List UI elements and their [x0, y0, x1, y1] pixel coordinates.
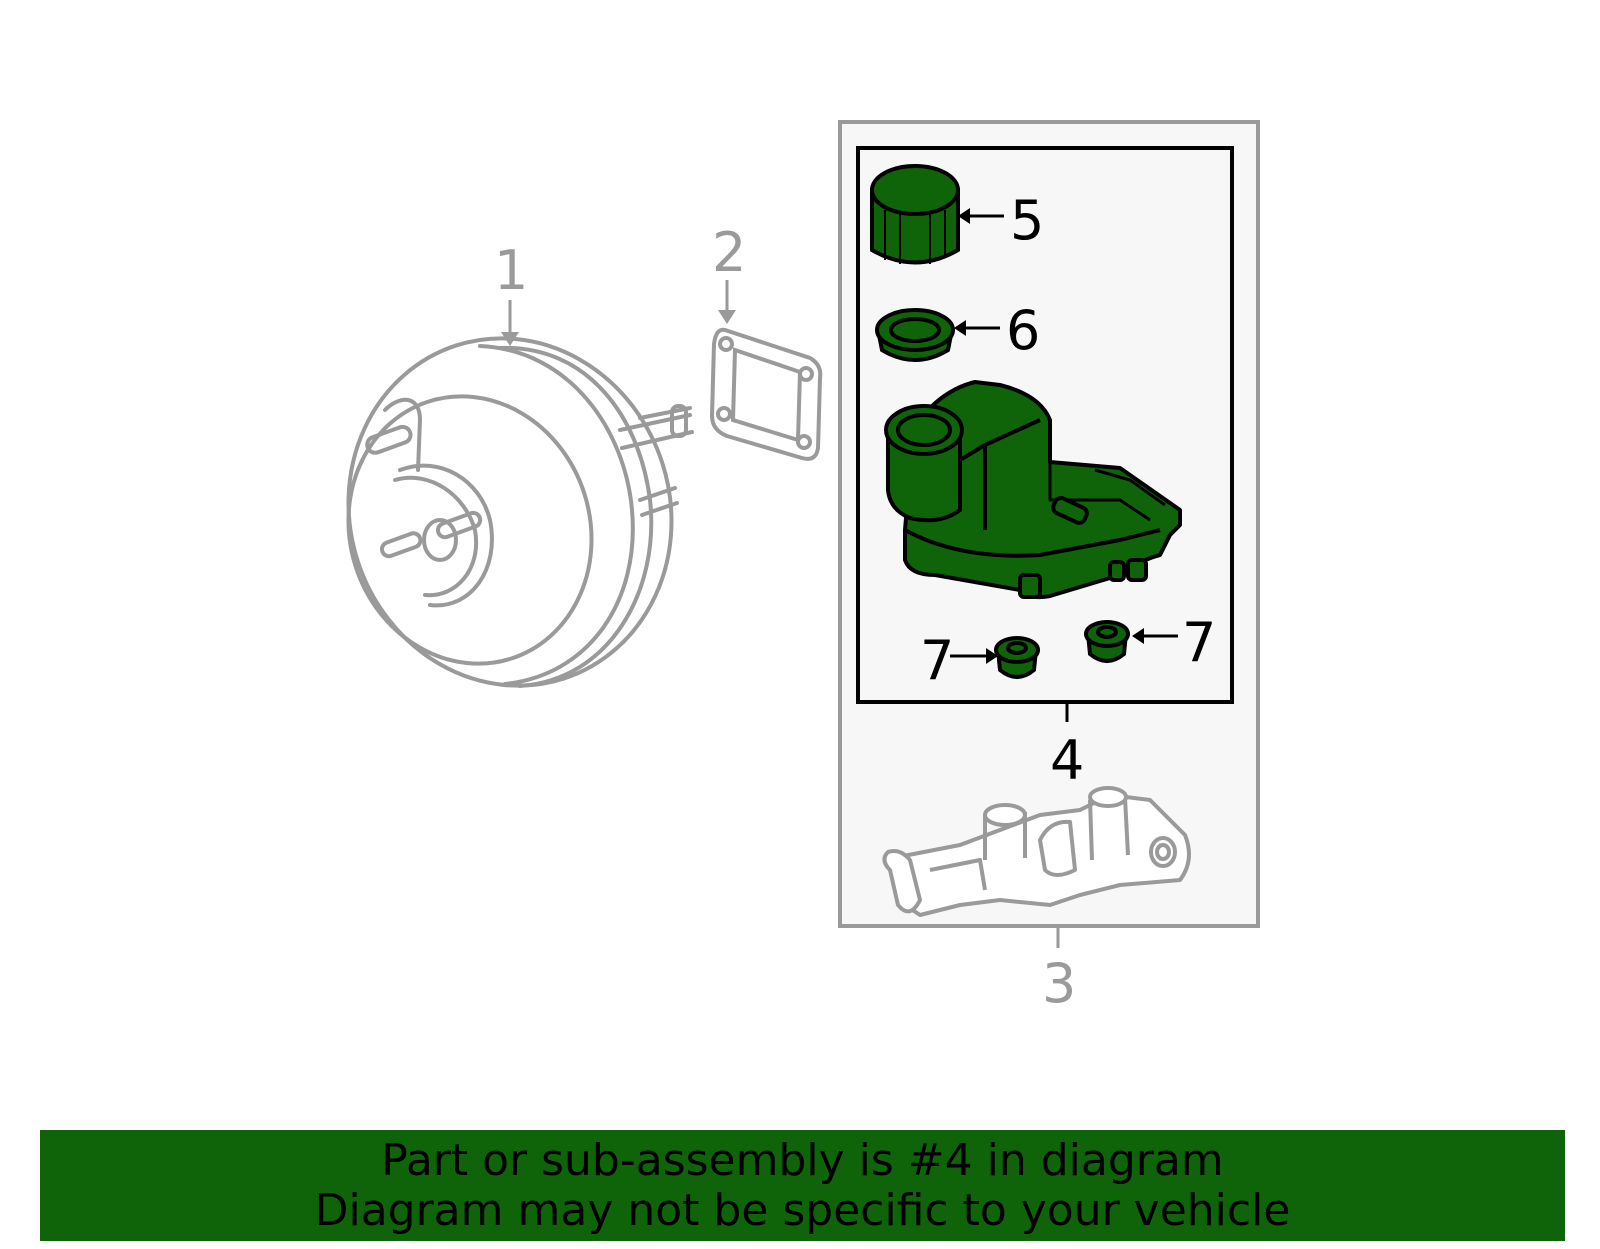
reservoir-cap-drawing[interactable] — [870, 164, 960, 265]
info-banner: Part or sub-assembly is #4 in diagram Di… — [40, 1130, 1565, 1241]
callout-7-right: 7 — [1182, 611, 1217, 674]
arrow-7b-icon — [1132, 628, 1144, 644]
banner-line-1: Part or sub-assembly is #4 in diagram — [381, 1135, 1224, 1186]
reservoir-drawing[interactable] — [884, 380, 1182, 600]
callout-7-left: 7 — [920, 629, 955, 692]
brake-booster-drawing[interactable] — [304, 296, 716, 728]
callout-5: 5 — [1010, 189, 1045, 252]
banner-line-2: Diagram may not be specific to your vehi… — [314, 1185, 1291, 1236]
strainer-drawing[interactable] — [875, 308, 955, 362]
callout-1: 1 — [494, 239, 529, 302]
callout-6: 6 — [1006, 299, 1041, 362]
arrow-1-icon — [501, 332, 519, 346]
arrow-6-icon — [954, 320, 966, 336]
gasket-drawing[interactable] — [709, 327, 823, 461]
master-cylinder-drawing[interactable] — [882, 786, 1191, 917]
grommet-left-drawing[interactable] — [994, 636, 1040, 679]
grommet-right-drawing[interactable] — [1084, 620, 1130, 663]
callout-2: 2 — [712, 221, 747, 284]
arrow-2-icon — [718, 310, 736, 324]
callout-3: 3 — [1042, 952, 1077, 1015]
callout-4: 4 — [1050, 729, 1085, 792]
arrow-5-icon — [958, 208, 970, 224]
arrow-7a-icon — [986, 648, 998, 664]
